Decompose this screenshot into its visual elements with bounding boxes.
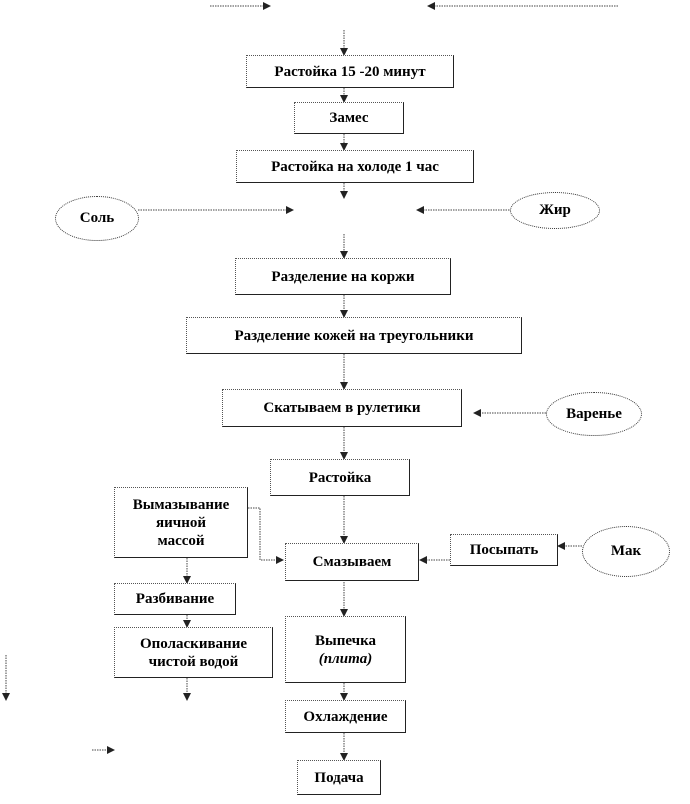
step-cooling: Охлаждение [285,700,406,733]
step-proofing: Растойка [270,459,410,496]
rinse-line-2: чистой водой [148,653,239,670]
step-breaking: Разбивание [114,583,236,615]
step-divide-triangles: Разделение кожей на треугольники [186,317,522,354]
baking-note: (плита) [318,650,373,667]
step-serving: Подача [297,760,381,795]
ingredient-salt: Соль [55,196,139,241]
ingredient-fat: Жир [510,192,600,229]
step-rolling: Скатываем в рулетики [222,389,462,427]
step-kneading: Замес [294,102,404,134]
ingredient-poppy: Мак [582,526,670,577]
ingredient-jam: Варенье [546,392,642,436]
rinse-line-1: Ополаскивание [139,635,247,652]
egg-line-3: массой [157,532,205,549]
egg-line-1: Вымазывание [132,496,230,513]
step-proofing-15-20: Растойка 15 -20 минут [246,55,454,88]
step-baking: Выпечка(плита) [285,616,406,683]
step-sprinkle: Посыпать [450,534,558,566]
step-proofing-cold: Растойка на холоде 1 час [236,150,474,183]
egg-line-2: яичной [155,514,206,531]
baking-label: Выпечка [314,632,377,649]
step-divide-layers: Разделение на коржи [235,258,451,295]
step-greasing: Смазываем [285,543,419,581]
